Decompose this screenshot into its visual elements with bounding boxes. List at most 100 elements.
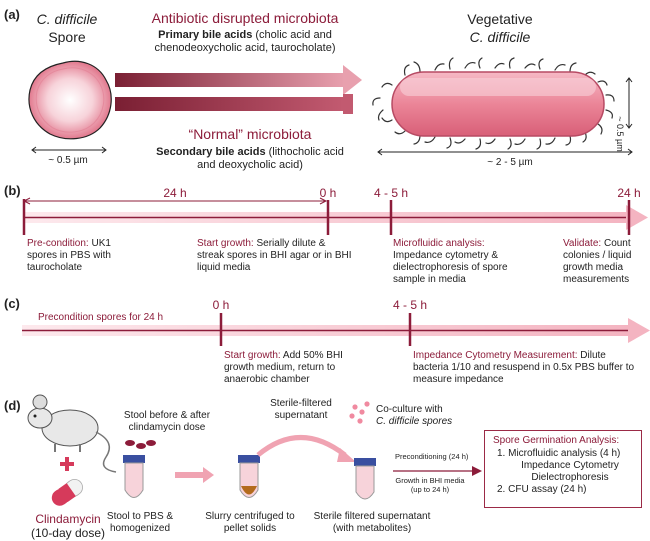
- c-start-growth-line1: Start growth: Add 50% BHI: [224, 350, 404, 362]
- mouse-illustration: [27, 394, 117, 473]
- vegetative-length-label: ~ 2 - 5 µm: [487, 157, 533, 168]
- tube-stool-pbs: [123, 455, 145, 498]
- arrow-d1: [175, 467, 214, 483]
- c-start-growth-line2: growth medium, return to: [224, 362, 336, 373]
- slurry-label: Slurry centrifuged to pellet solids: [195, 511, 305, 535]
- step-validate-title: Validate:: [563, 238, 602, 249]
- primary-bile-rest: (cholic acid and: [252, 29, 332, 41]
- spore-size-bar: [31, 146, 107, 154]
- plus-sign: [60, 457, 74, 471]
- preconditioning-label: Preconditioning (24 h): [395, 452, 469, 461]
- growth-label: Growth in BHI media (up to 24 h): [385, 476, 475, 494]
- c-start-growth: Start growth: Add 50% BHI growth medium,…: [224, 350, 404, 386]
- analysis-item-1: 1. Microfluidic analysis (4 h): [497, 448, 621, 459]
- vegetative-width-bar: [625, 77, 633, 129]
- tick-0h-c: 0 h: [212, 298, 230, 312]
- stool-pbs-line2: homogenized: [109, 523, 171, 534]
- stool-pbs-line1: Stool to PBS &: [106, 511, 174, 522]
- c-start-growth-rest: Add 50% BHI: [280, 350, 343, 361]
- step-start-growth-line1: Start growth: Serially dilute &: [197, 238, 387, 250]
- timeline-c: [22, 313, 650, 346]
- analysis-item-2: Impedance Cytometry: [521, 460, 619, 471]
- tick-24h-b: 24 h: [617, 186, 641, 200]
- step-microfluidic-title: Microfluidic analysis:: [393, 238, 485, 249]
- analysis-item-3: Dielectrophoresis: [531, 472, 609, 483]
- antibiotic-title: Antibiotic disrupted microbiota: [151, 10, 339, 26]
- vegetative-title: Vegetative C. difficile: [440, 10, 560, 46]
- c-impedance-line2: bacteria 1/10 and resuspend in 0.5x PBS …: [413, 362, 635, 373]
- sterile-supernatant-label: Sterile-filtered supernatant: [256, 398, 346, 422]
- step-validate-line2: colonies / liquid: [563, 250, 632, 261]
- step-validate-rest: Count: [601, 238, 631, 249]
- growth-arrow: [393, 466, 482, 476]
- step-start-growth-title: Start growth:: [197, 238, 254, 249]
- tube-sterile-supernatant: [354, 458, 376, 500]
- clindamycin-name: Clindamycin: [35, 512, 101, 526]
- panel-c-label: (c): [4, 296, 20, 311]
- stool-before-label: Stool before & after clindamycin dose: [112, 410, 222, 434]
- step-precondition-title: Pre-condition:: [27, 238, 89, 249]
- step-start-growth: Start growth: Serially dilute & streak s…: [197, 238, 387, 274]
- step-start-growth-line3: liquid media: [197, 262, 251, 273]
- step-start-growth-line2: streak spores in BHI agar or in BHI: [197, 250, 352, 261]
- spore-size-label: ~ 0.5 µm: [48, 155, 88, 166]
- clindamycin-dose: (10-day dose): [30, 526, 106, 540]
- secondary-bile-bold: Secondary bile acids: [156, 146, 266, 158]
- analysis-item-4: 2. CFU assay (24 h): [497, 484, 587, 495]
- panel-b-label: (b): [4, 183, 21, 198]
- step-validate-line4: measurements: [563, 274, 630, 285]
- stool-pbs-label: Stool to PBS & homogenized: [100, 511, 180, 535]
- c-impedance-line3: measure impedance: [413, 374, 504, 385]
- panel-a-label: (a): [4, 7, 20, 22]
- spore-title-line1: C. difficile: [36, 11, 98, 27]
- sterile-filtered-label: Sterile filtered supernatant (with metab…: [307, 511, 437, 535]
- c-impedance-rest: Dilute: [577, 350, 606, 361]
- secondary-bile-line1: Secondary bile acids (lithocholic acid: [100, 146, 400, 159]
- coculture-label: Co-culture with C. difficile spores: [376, 404, 486, 428]
- primary-bile-text: Primary bile acids (cholic acid and chen…: [95, 29, 395, 55]
- sterile-supernatant-line2: supernatant: [274, 410, 328, 421]
- timeline-b: [22, 197, 648, 235]
- step-microfluidic: Microfluidic analysis: Impedance cytomet…: [393, 238, 553, 286]
- c-start-growth-line3: anaerobic chamber: [224, 374, 310, 385]
- c-impedance-title: Impedance Cytometry Measurement:: [413, 350, 578, 361]
- c-start-growth-title: Start growth:: [224, 350, 281, 361]
- slurry-line1: Slurry centrifuged to: [205, 511, 295, 522]
- step-microfluidic-line4: sample in media: [393, 274, 466, 285]
- c-impedance: Impedance Cytometry Measurement: Dilute …: [413, 350, 648, 386]
- primary-bile-line2: chenodeoxycholic acid, taurocholate): [154, 42, 336, 54]
- blocked-arrow: [115, 94, 353, 114]
- step-precondition-line3: taurocholate: [27, 262, 83, 273]
- coculture-line2: C. difficile spores: [376, 416, 453, 427]
- stool-before-line2: clindamycin dose: [128, 422, 206, 433]
- pill-icon: [51, 479, 83, 506]
- vegetative-cell: [372, 57, 615, 150]
- spore-title: C. difficile Spore: [22, 10, 112, 46]
- secondary-bile-line2: and deoxycholic acid): [197, 159, 303, 171]
- span-24h-label: 24 h: [163, 186, 187, 200]
- germination-analysis-box: Spore Germination Analysis: 1. Microflui…: [484, 430, 642, 508]
- normal-title: “Normal” microbiota: [188, 126, 312, 142]
- clindamycin-label: Clindamycin (10-day dose): [18, 512, 118, 540]
- growth-line2: (up to 24 h): [410, 485, 450, 494]
- vegetative-title-line1: Vegetative: [467, 11, 533, 27]
- step-precondition-line2: spores in PBS with: [27, 250, 111, 261]
- supernatant-arrow: [256, 435, 347, 457]
- tick-45h-b: 4 - 5 h: [373, 186, 409, 200]
- primary-bile-bold: Primary bile acids: [158, 29, 253, 41]
- c-impedance-line1: Impedance Cytometry Measurement: Dilute: [413, 350, 648, 362]
- vegetative-title-line2: C. difficile: [469, 29, 531, 45]
- growth-line1: Growth in BHI media: [395, 476, 465, 485]
- tick-45h-c: 4 - 5 h: [392, 298, 428, 312]
- precondition-label: Precondition spores for 24 h: [38, 312, 164, 323]
- stool-pellets: [125, 440, 156, 449]
- primary-bile-line1: Primary bile acids (cholic acid and: [95, 29, 395, 42]
- step-microfluidic-line2: Impedance cytometry &: [393, 250, 499, 261]
- vegetative-width-label: ~ 0.5 µm: [615, 116, 625, 152]
- sterile-filtered-line2: (with metabolites): [332, 523, 412, 534]
- step-validate-line3: growth media: [563, 262, 624, 273]
- secondary-bile-text: Secondary bile acids (lithocholic acid a…: [100, 146, 400, 172]
- step-validate-line1: Validate: Count: [563, 238, 650, 250]
- coculture-line1: Co-culture with: [376, 404, 443, 415]
